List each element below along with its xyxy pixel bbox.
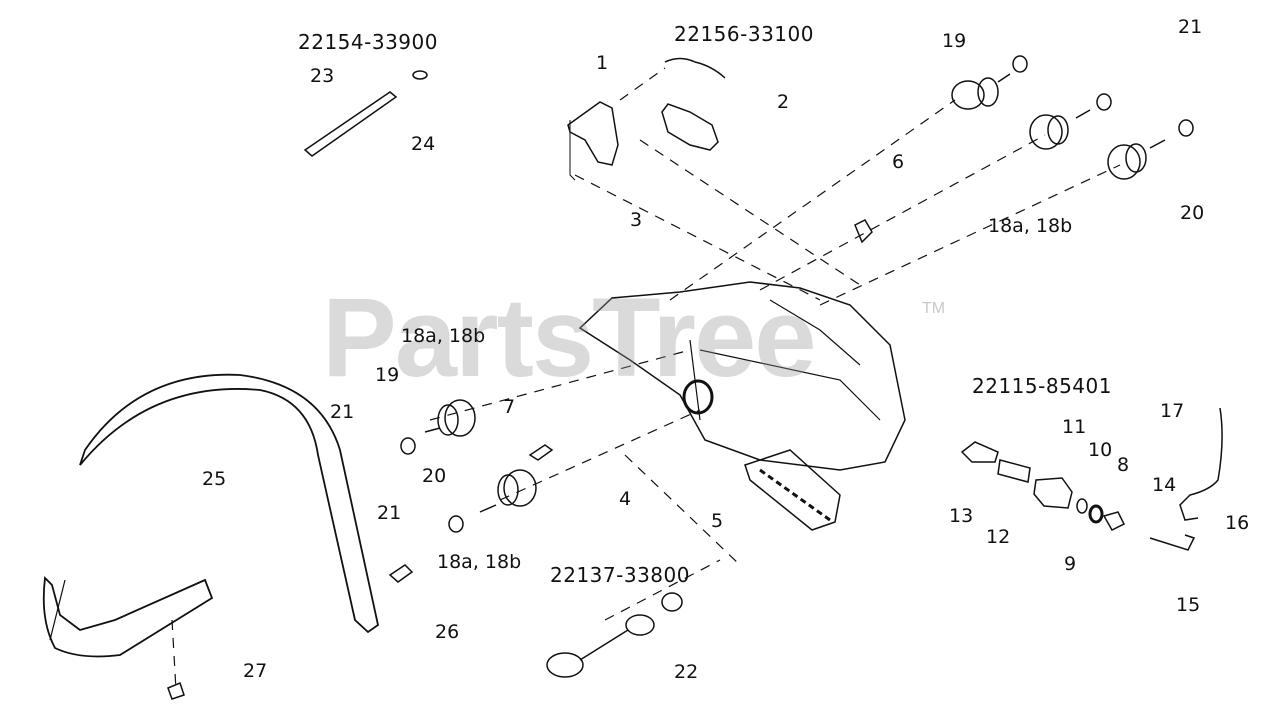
callout-19-top[interactable]: 19	[942, 30, 967, 52]
part-15-hose	[1149, 534, 1196, 551]
callout-7[interactable]: 7	[503, 396, 516, 418]
callout-15[interactable]: 15	[1176, 594, 1201, 616]
callout-26[interactable]: 26	[435, 621, 460, 643]
callout-23[interactable]: 23	[310, 65, 335, 87]
oil-pump-assembly	[960, 441, 1126, 531]
callout-10[interactable]: 10	[1088, 439, 1113, 461]
callout-24[interactable]: 24	[411, 133, 436, 155]
callout-12[interactable]: 12	[986, 526, 1011, 548]
callout-14[interactable]: 14	[1152, 474, 1177, 496]
anti-vibration-mounts-left	[400, 399, 554, 533]
callout-6[interactable]: 6	[892, 151, 905, 173]
callout-25[interactable]: 25	[202, 468, 227, 490]
anti-vibration-mounts-top	[951, 55, 1194, 180]
callout-18-top[interactable]: 18a, 18b	[988, 215, 1073, 237]
housing-port	[682, 379, 714, 415]
callout-3[interactable]: 3	[630, 209, 643, 231]
part-1-bracket	[567, 101, 619, 166]
callout-9[interactable]: 9	[1064, 553, 1077, 575]
part-4-base-plate	[744, 449, 841, 531]
part-26-bolt	[388, 564, 414, 583]
callout-8[interactable]: 8	[1117, 454, 1130, 476]
callout-18-low[interactable]: 18a, 18b	[437, 551, 522, 573]
part-number-bottom[interactable]: 22137-33800	[550, 563, 690, 587]
callout-20-left[interactable]: 20	[422, 465, 447, 487]
callout-2[interactable]: 2	[777, 91, 790, 113]
callout-16[interactable]: 16	[1225, 512, 1250, 534]
callout-19-mid[interactable]: 19	[375, 364, 400, 386]
part-number-front-handle[interactable]: 22154-33900	[298, 30, 438, 54]
leader-lines	[171, 67, 1121, 691]
callout-17[interactable]: 17	[1160, 400, 1185, 422]
part-clip-icon	[664, 57, 726, 79]
part-17-oil-line	[1179, 407, 1223, 521]
watermark-text: PartsTree	[322, 275, 817, 400]
part-22-oil-pickup	[546, 592, 683, 678]
watermark-trademark: TM	[922, 300, 946, 317]
callout-11[interactable]: 11	[1062, 416, 1087, 438]
part-27-bolt	[167, 681, 185, 700]
part-number-top[interactable]: 22156-33100	[674, 22, 814, 46]
callout-22[interactable]: 22	[674, 661, 699, 683]
callout-5[interactable]: 5	[711, 510, 724, 532]
callout-18-mid[interactable]: 18a, 18b	[401, 325, 486, 347]
callout-21-low[interactable]: 21	[377, 502, 402, 524]
part-number-right[interactable]: 22115-85401	[972, 374, 1112, 398]
callout-1[interactable]: 1	[596, 52, 609, 74]
part-25-handlebar	[79, 373, 380, 634]
part-23-rod	[303, 91, 398, 157]
callout-21-top-right[interactable]: 21	[1178, 16, 1203, 38]
part-2-bracket	[661, 103, 719, 151]
callout-13[interactable]: 13	[949, 505, 974, 527]
callout-21-left[interactable]: 21	[330, 401, 355, 423]
callout-27[interactable]: 27	[243, 660, 268, 682]
callout-4[interactable]: 4	[619, 488, 632, 510]
callout-20-right[interactable]: 20	[1180, 202, 1205, 224]
